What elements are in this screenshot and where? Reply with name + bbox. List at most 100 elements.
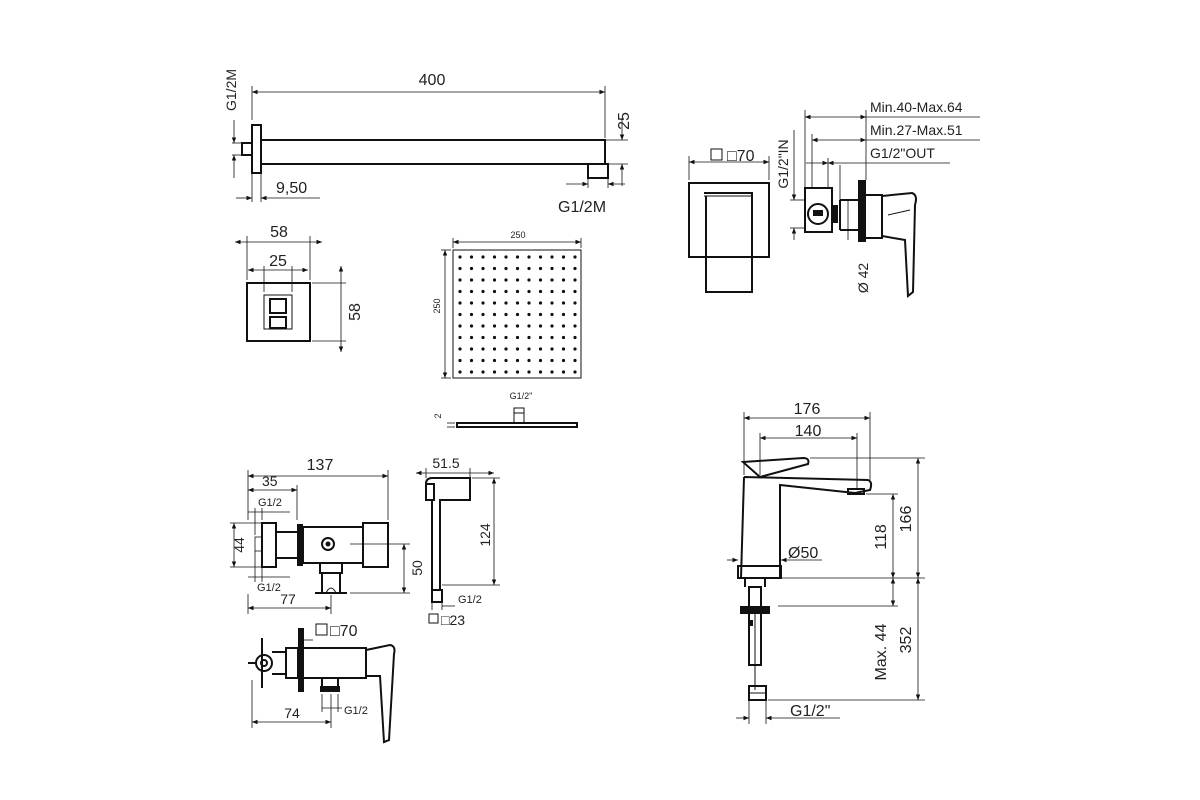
nozzle-dot [469, 347, 474, 351]
arm-outlet [587, 163, 609, 179]
nozzle-dot [458, 347, 462, 351]
basin-length-label: 176 [794, 401, 821, 418]
bidet-wall-box [261, 522, 277, 568]
spray-square-label: □23 [441, 612, 465, 628]
wall-flange [251, 124, 262, 174]
nozzle-dot [515, 335, 520, 340]
nozzle-dot [538, 347, 543, 351]
nozzle-dot [504, 289, 508, 294]
nozzle-dot [561, 266, 566, 271]
nozzle-dot [527, 358, 531, 363]
nozzle-dot [573, 278, 577, 282]
basin-lever [740, 456, 810, 479]
arm-tube [260, 139, 606, 165]
basin-base [737, 565, 782, 579]
nozzle-dot [504, 301, 508, 305]
nozzle-dot [538, 324, 543, 328]
nozzle-dot [481, 289, 485, 294]
nozzle-dot [527, 370, 531, 374]
wall-valve-lever [365, 643, 396, 744]
nozzle-dot [538, 358, 543, 363]
nozzle-dot [481, 324, 485, 328]
bidet-offset-label: 35 [262, 473, 278, 489]
nozzle-dot [481, 335, 485, 340]
wall-valve-body [304, 647, 367, 679]
nozzle-dot [469, 358, 474, 363]
head-thickness-label: 2 [433, 413, 443, 418]
mixer-plate-label: □70 [727, 148, 755, 165]
inlet-nipple [241, 142, 253, 156]
basin-reach-label: 140 [795, 423, 822, 440]
nozzle-dot [469, 266, 474, 271]
nozzle-dot [481, 358, 485, 363]
concealed-mixer-drawing: □70 Min.40-Max.64 Min.27-Max.51 G1/2"OUT… [688, 99, 980, 298]
nozzle-dot [527, 347, 531, 351]
nozzle-dot [458, 324, 462, 328]
nozzle-dot [481, 278, 485, 282]
nozzle-dot [504, 312, 508, 317]
nozzle-dot [573, 347, 577, 351]
shower-nozzles [458, 255, 577, 374]
nozzle-dot [515, 255, 520, 259]
bidet-length-label: 137 [307, 457, 334, 474]
head-height-label: 250 [432, 298, 442, 313]
mixer-inlet-label: G1/2"IN [775, 139, 791, 188]
nozzle-dot [538, 266, 543, 271]
head-width-label: 250 [510, 230, 525, 240]
nozzle-dot [515, 278, 520, 282]
nozzle-dot [538, 370, 543, 374]
bidet-holder [315, 573, 347, 594]
nozzle-dot [458, 301, 462, 305]
nozzle-dot [573, 289, 577, 294]
nozzle-dot [561, 255, 566, 259]
nozzle-dot [550, 335, 554, 340]
flange-inner-label: 25 [269, 253, 287, 270]
hand-spray-drawing: 51.5 124 G1/2 □23 [416, 455, 500, 628]
nozzle-dot [538, 301, 543, 305]
shower-head-drawing: 250 250 G1/2" 2 [432, 230, 582, 428]
nozzle-dot [504, 370, 508, 374]
nozzle-dot [515, 301, 520, 305]
nozzle-dot [492, 335, 497, 340]
flange-height-label: 58 [347, 303, 364, 321]
flange-square [246, 282, 311, 342]
nozzle-dot [492, 324, 497, 328]
nozzle-dot [573, 324, 577, 328]
nozzle-dot [492, 266, 497, 271]
nozzle-dot [515, 370, 520, 374]
nozzle-dot [573, 255, 577, 259]
arm-flange-front-view: 58 25 58 [235, 224, 364, 352]
nozzle-dot [550, 289, 554, 294]
nozzle-dot [550, 301, 554, 305]
nozzle-dot [561, 370, 566, 374]
nozzle-dot [515, 347, 520, 351]
nozzle-dot [481, 312, 485, 317]
nozzle-dot [538, 312, 543, 317]
wall-valve-thread-label: G1/2 [344, 705, 368, 717]
nozzle-dot [469, 255, 474, 259]
basin-spout-height-label: 118 [873, 524, 890, 550]
nozzle-dot [550, 358, 554, 363]
nozzle-dot [469, 301, 474, 305]
nozzle-dot [550, 312, 554, 317]
bidet-outlet [321, 537, 335, 551]
nozzle-dot [504, 324, 508, 328]
nozzle-dot [561, 312, 566, 317]
spray-thread-label: G1/2 [458, 594, 482, 606]
nozzle-dot [515, 358, 520, 363]
nozzle-dot [550, 347, 554, 351]
nozzle-dot [481, 347, 485, 351]
spray-width-label: 51.5 [432, 455, 459, 471]
nozzle-dot [573, 358, 577, 363]
nozzle-dot [550, 324, 554, 328]
nozzle-dot [527, 278, 531, 282]
nozzle-dot [515, 312, 520, 317]
nozzle-dot [469, 312, 474, 317]
bidet-knob [362, 522, 389, 568]
nozzle-dot [561, 278, 566, 282]
mixer-plate [688, 182, 770, 258]
nozzle-dot [481, 301, 485, 305]
mixer-wall-plate [858, 180, 866, 242]
nozzle-dot [492, 347, 497, 351]
